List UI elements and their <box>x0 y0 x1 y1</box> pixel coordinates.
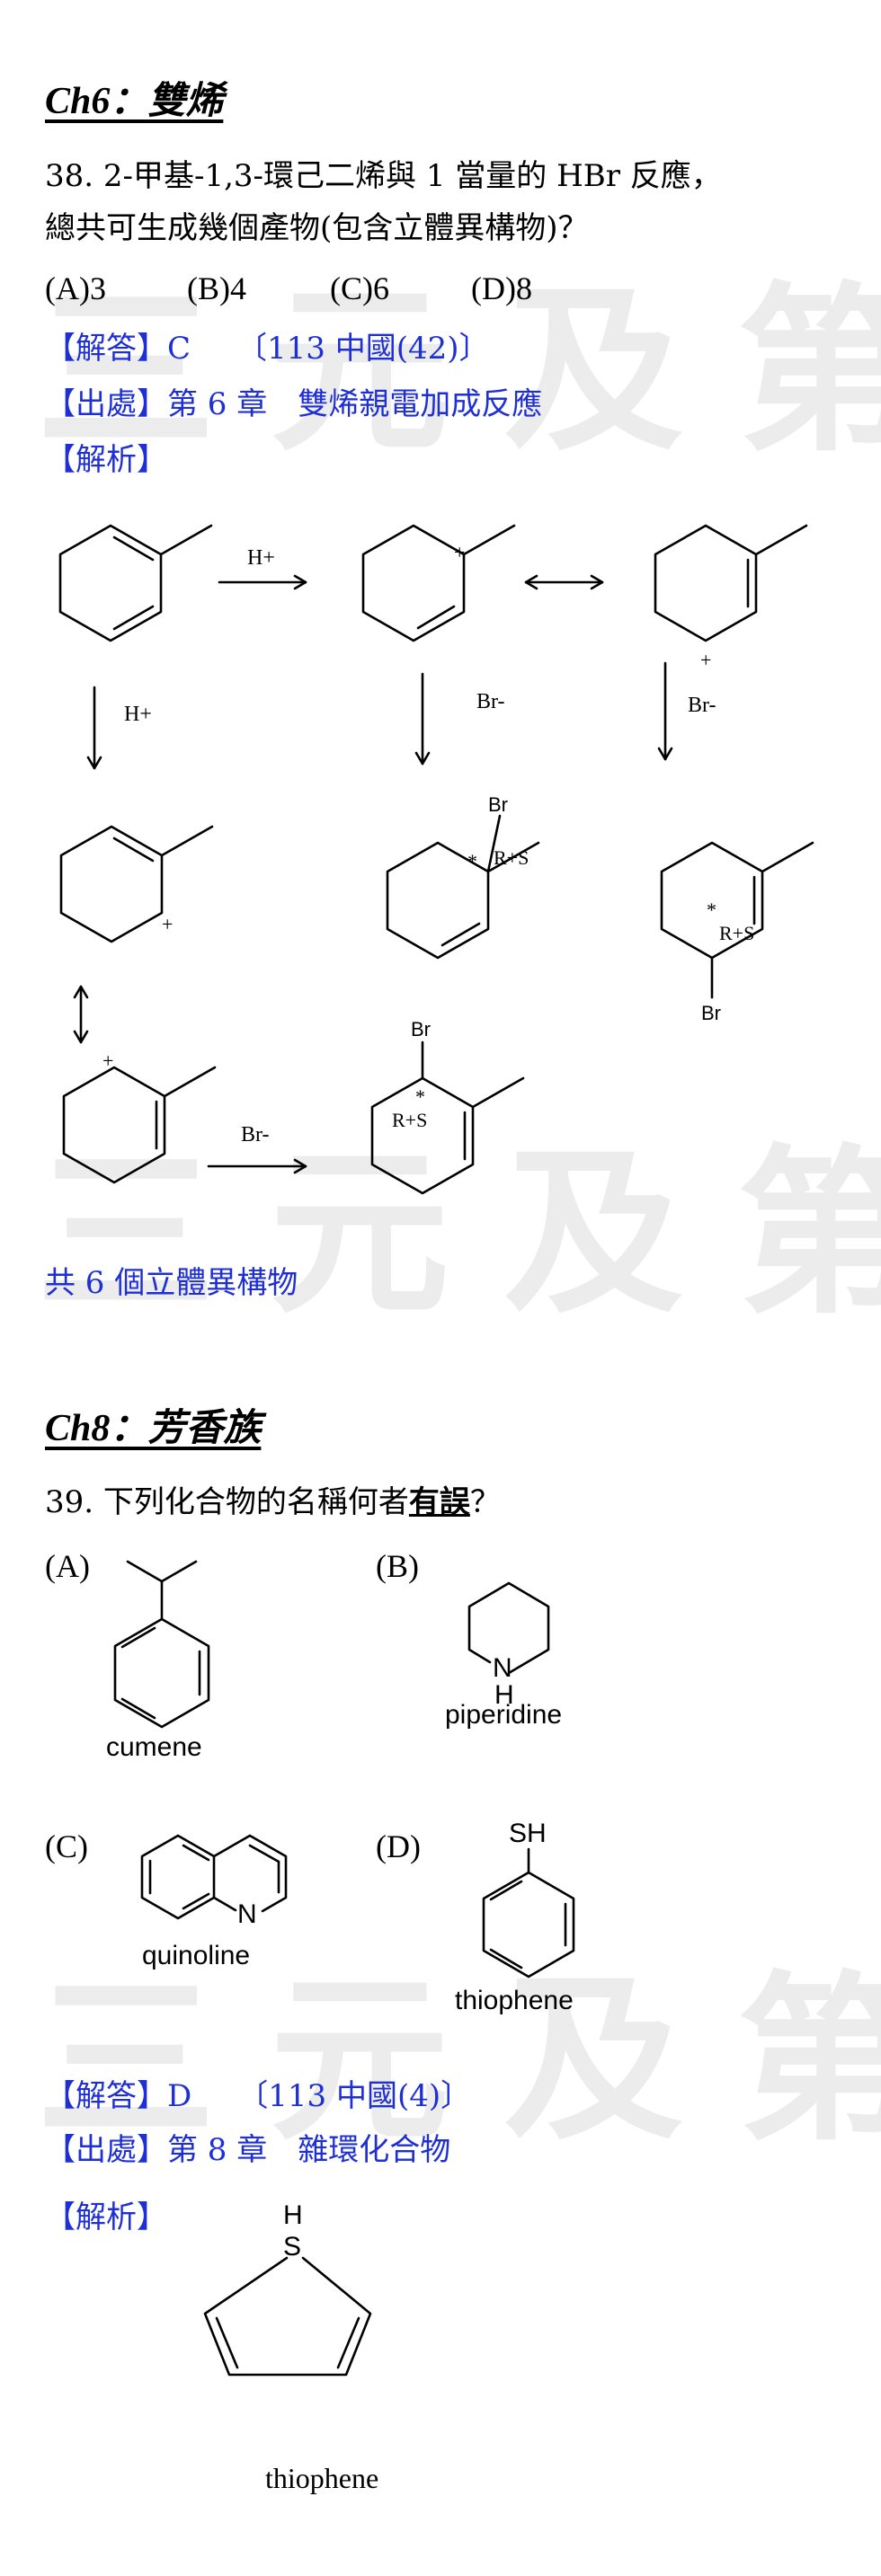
allylic-cation-b <box>654 524 808 642</box>
answer-38: 【解答】C 〔113 中國(42)〕 <box>45 331 490 367</box>
section-heading-ch8-text: Ch8：芳香族 <box>45 1408 262 1449</box>
option-a: (A)3 <box>45 270 106 306</box>
analysis-label-38: 【解析】 <box>45 442 167 478</box>
br-minus-label: Br- <box>476 690 505 713</box>
option-a-label: (A) <box>45 1548 90 1584</box>
bromine-atom: Br <box>701 1002 721 1024</box>
rs-label: R+S <box>719 922 754 944</box>
question-39: 39. 下列化合物的名稱何者有誤？ <box>45 1477 501 1527</box>
stereocenter-star: * <box>467 850 477 872</box>
product-1-2 <box>370 1040 525 1195</box>
source-38: 【出處】第 6 章 雙烯親電加成反應 <box>45 386 543 422</box>
cumene-label: cumene <box>106 1732 202 1762</box>
option-b: (B)4 <box>187 270 246 306</box>
br-minus-label: Br- <box>241 1123 270 1146</box>
piperidine-label: piperidine <box>445 1700 563 1730</box>
bromine-atom: Br <box>411 1018 431 1040</box>
question-38-line1: 38. 2-甲基-1,3-環己二烯與 1 當量的 HBr 反應， <box>45 158 722 194</box>
question-38-line2: 總共可生成幾個產物(包含立體異構物)？ <box>45 210 589 246</box>
question-39-emphasis: 有誤 <box>408 1484 470 1520</box>
rs-label: R+S <box>392 1109 427 1131</box>
section-heading-ch6: Ch6：雙烯 <box>45 81 224 122</box>
quinoline-structure <box>140 1834 288 1920</box>
plus-sign: + <box>102 1049 113 1072</box>
source-39: 【出處】第 8 章 雜環化合物 <box>45 2132 451 2168</box>
rs-label: R+S <box>494 846 529 869</box>
question-39-suffix: ？ <box>469 1484 501 1520</box>
watermark: 三元及第 <box>36 1956 881 2165</box>
section-heading-ch8: Ch8：芳香族 <box>45 1397 261 1452</box>
h-plus-label: H+ <box>247 546 275 570</box>
option-c-label: (C) <box>45 1828 88 1864</box>
conclusion-38: 共 6 個立體異構物 <box>45 1265 298 1301</box>
thiophenol-structure <box>482 1847 575 1978</box>
option-d: (D)8 <box>471 270 532 306</box>
reaction-scheme: H+ + + H+ Br- Br- + + Br- * R+S * R+S * … <box>58 524 814 1195</box>
answer-39: 【解答】D 〔113 中國(4)〕 <box>45 2078 472 2114</box>
watermark: 三元及第 <box>36 267 881 476</box>
tertiary-cation <box>59 825 214 943</box>
thiophene-analysis-label: thiophene <box>265 2462 379 2494</box>
allylic-cation-a <box>361 524 516 642</box>
q39-structures: N H N SH <box>113 1560 575 1978</box>
sulfur-atom: S <box>283 2232 301 2262</box>
thiol-group: SH <box>509 1819 547 1848</box>
h-plus-label: H+ <box>124 703 152 726</box>
plus-sign: + <box>162 913 173 935</box>
thiophene-label: thiophene <box>455 1986 574 2015</box>
hydrogen-atom: H <box>494 1680 514 1710</box>
quinoline-label: quinoline <box>142 1941 251 1970</box>
watermark: 三元及第 <box>36 1129 881 1339</box>
thiophene-structure: H S <box>203 2200 372 2377</box>
diene-molecule <box>58 524 213 642</box>
bromine-atom: Br <box>488 793 508 816</box>
question-39-prefix: 39. 下列化合物的名稱何者 <box>45 1484 409 1520</box>
br-minus-label: Br- <box>688 694 716 717</box>
hydrogen-atom: H <box>283 2200 303 2230</box>
nitrogen-atom: N <box>237 1899 257 1929</box>
product-3-bromo <box>386 814 540 960</box>
option-d-label: (D) <box>376 1828 421 1864</box>
plus-sign: + <box>700 649 711 671</box>
cumene-structure <box>113 1560 210 1729</box>
analysis-label-39: 【解析】 <box>45 2200 167 2235</box>
option-c: (C)6 <box>330 270 389 306</box>
stereocenter-star: * <box>707 899 716 921</box>
option-b-label: (B) <box>376 1548 419 1584</box>
plus-sign: + <box>454 541 465 563</box>
piperidine-structure <box>467 1581 550 1675</box>
stereocenter-star: * <box>415 1085 425 1108</box>
tertiary-cation-resonance <box>62 1066 217 1184</box>
product-1-4 <box>660 841 814 999</box>
nitrogen-atom: N <box>493 1653 512 1683</box>
